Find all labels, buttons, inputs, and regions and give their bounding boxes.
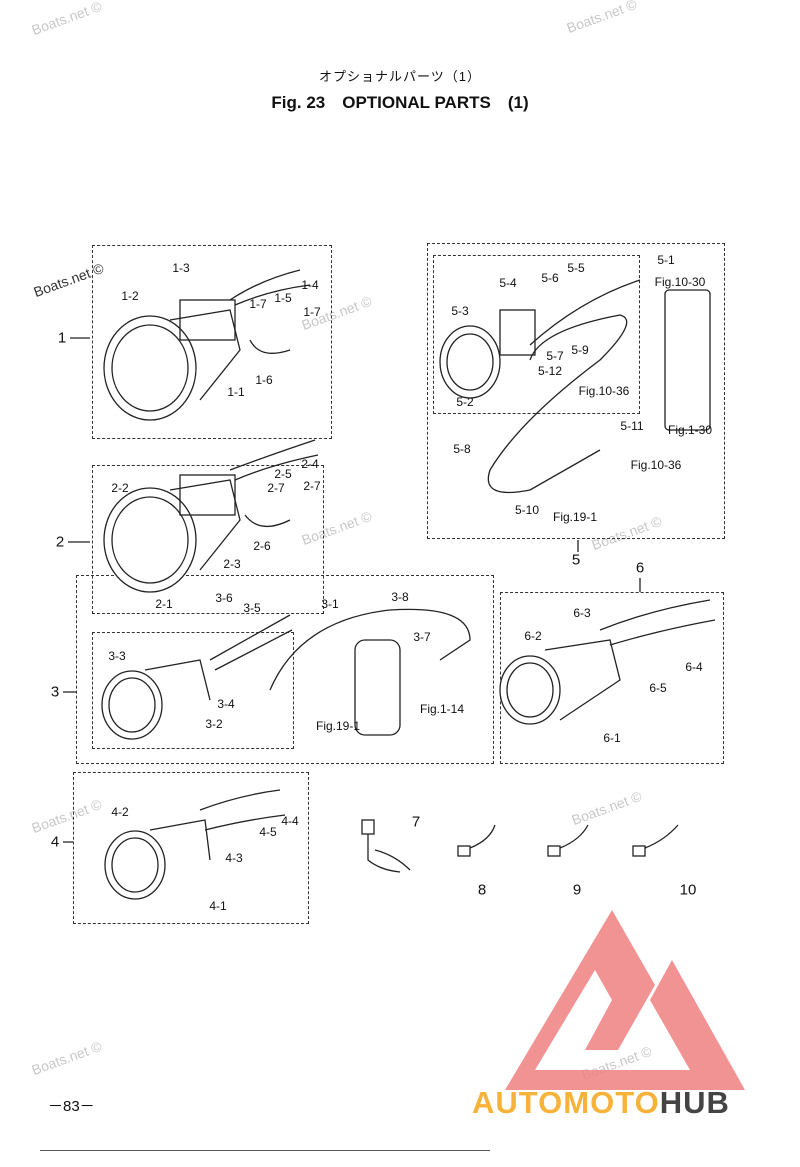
part-label: 5-9 bbox=[571, 343, 589, 357]
part-label: 5-1 bbox=[657, 253, 675, 267]
part-label: 2-7 bbox=[267, 481, 285, 495]
part-label: 2-7 bbox=[303, 479, 321, 493]
part-label: 4-3 bbox=[225, 851, 243, 865]
part-label: 3-7 bbox=[413, 630, 431, 644]
part-label: 5-8 bbox=[453, 442, 471, 456]
part-label: 3-1 bbox=[321, 597, 339, 611]
part-label: 3-8 bbox=[391, 590, 409, 604]
part-10-drawing bbox=[632, 824, 679, 857]
part-label: 5-10 bbox=[514, 503, 540, 517]
part-number-8: 8 bbox=[477, 881, 487, 899]
part-label: 2-1 bbox=[155, 597, 173, 611]
figure-reference: Fig.1-30 bbox=[667, 423, 713, 437]
part-label: 1-7 bbox=[249, 297, 267, 311]
part-label: 2-2 bbox=[111, 481, 129, 495]
part-label: 5-2 bbox=[456, 395, 474, 409]
part-label: 3-4 bbox=[217, 697, 235, 711]
part-label: 1-6 bbox=[255, 373, 273, 387]
group-6-box bbox=[500, 592, 724, 764]
part-label: 1-3 bbox=[172, 261, 190, 275]
group-number-1: 1 bbox=[57, 329, 67, 347]
group-4-box bbox=[73, 772, 309, 924]
gauge-3-drawing bbox=[101, 614, 293, 740]
part-label: 5-3 bbox=[451, 304, 469, 318]
group-3-box bbox=[76, 575, 494, 764]
part-label: 6-3 bbox=[573, 606, 591, 620]
part-label: 2-3 bbox=[223, 557, 241, 571]
part-label: 1-2 bbox=[121, 289, 139, 303]
engine-block-drawing bbox=[354, 639, 401, 736]
group-number-3: 3 bbox=[50, 683, 60, 701]
part-label: 1-5 bbox=[274, 291, 292, 305]
figure-reference: Fig.19-1 bbox=[552, 510, 598, 524]
group-5-box bbox=[427, 243, 725, 539]
part-number-10: 10 bbox=[679, 881, 697, 899]
part-9-drawing bbox=[547, 824, 589, 857]
part-label: 6-2 bbox=[524, 629, 542, 643]
cable-3-8 bbox=[269, 608, 471, 691]
part-label: 4-4 bbox=[281, 814, 299, 828]
part-label: 4-5 bbox=[259, 825, 277, 839]
figure-reference: Fig.10-36 bbox=[578, 384, 630, 398]
gauge-2-drawing bbox=[103, 439, 319, 593]
figure-reference: Fig.10-36 bbox=[630, 458, 682, 472]
logo-text-part1: AUTOMOTO bbox=[472, 1085, 660, 1120]
group-3-inner-box bbox=[92, 632, 294, 749]
part-label: 3-6 bbox=[215, 591, 233, 605]
part-label: 5-7 bbox=[546, 349, 564, 363]
group-1-box bbox=[92, 245, 332, 439]
group-number-4: 4 bbox=[50, 833, 60, 851]
part-label: 1-1 bbox=[227, 385, 245, 399]
part-label: 2-4 bbox=[301, 457, 319, 471]
figure-reference: Fig.1-14 bbox=[419, 702, 465, 716]
logo-text-part2: HUB bbox=[659, 1085, 730, 1120]
part-label: 3-3 bbox=[108, 649, 126, 663]
part-label: 5-6 bbox=[541, 271, 559, 285]
page-title: Fig. 23 OPTIONAL PARTS (1) bbox=[271, 93, 529, 112]
page-number: －83－ bbox=[48, 1098, 95, 1115]
gauge-6-drawing bbox=[499, 599, 716, 725]
part-7-drawing bbox=[361, 819, 411, 873]
part-label: 5-12 bbox=[537, 364, 563, 378]
part-label: 2-6 bbox=[253, 539, 271, 553]
group-number-5: 5 bbox=[571, 551, 581, 569]
part-label: 5-11 bbox=[620, 419, 644, 433]
part-label: 4-2 bbox=[111, 805, 129, 819]
part-label: 6-1 bbox=[603, 731, 621, 745]
part-label: 6-4 bbox=[685, 660, 703, 674]
part-number-9: 9 bbox=[572, 881, 582, 899]
gauge-5-drawing bbox=[439, 279, 711, 494]
group-number-6: 6 bbox=[635, 559, 645, 577]
footer-divider bbox=[40, 1150, 490, 1151]
part-label: 3-2 bbox=[205, 717, 223, 731]
part-label: 4-1 bbox=[209, 899, 227, 913]
figure-reference: Fig.10-30 bbox=[654, 275, 706, 289]
gauge-4-drawing bbox=[104, 789, 286, 900]
japanese-title: オプショナルパーツ（1） bbox=[319, 69, 481, 84]
part-number-7: 7 bbox=[411, 813, 421, 831]
part-label: 1-7 bbox=[303, 305, 321, 319]
logo-text: AUTOMOTOHUB bbox=[472, 1085, 730, 1121]
part-label: 5-5 bbox=[567, 261, 585, 275]
part-label: 6-5 bbox=[649, 681, 667, 695]
gauge-1-drawing bbox=[103, 269, 311, 421]
part-label: 1-4 bbox=[301, 278, 319, 292]
group-2-box bbox=[92, 465, 324, 614]
part-label: 2-5 bbox=[274, 467, 292, 481]
part-label: 5-4 bbox=[499, 276, 517, 290]
part-8-drawing bbox=[457, 824, 496, 857]
group-number-2: 2 bbox=[55, 533, 65, 551]
figure-reference: Fig.19-1 bbox=[315, 719, 361, 733]
part-label: 3-5 bbox=[243, 601, 261, 615]
